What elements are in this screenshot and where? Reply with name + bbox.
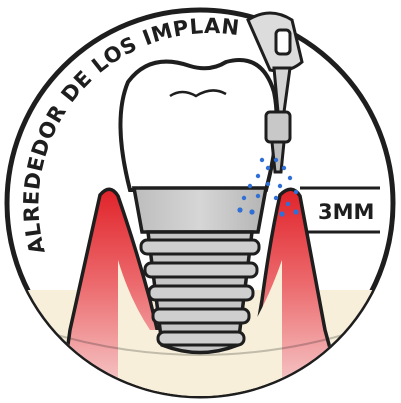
thread-1 [141,240,259,254]
thread-5 [158,332,244,345]
dental-crown-icon [120,60,276,190]
thread-3 [149,286,253,300]
thread-4 [153,309,249,323]
thread-2 [145,263,257,277]
implant-abutment [134,188,266,232]
measurement-label: 3MM [318,200,374,224]
